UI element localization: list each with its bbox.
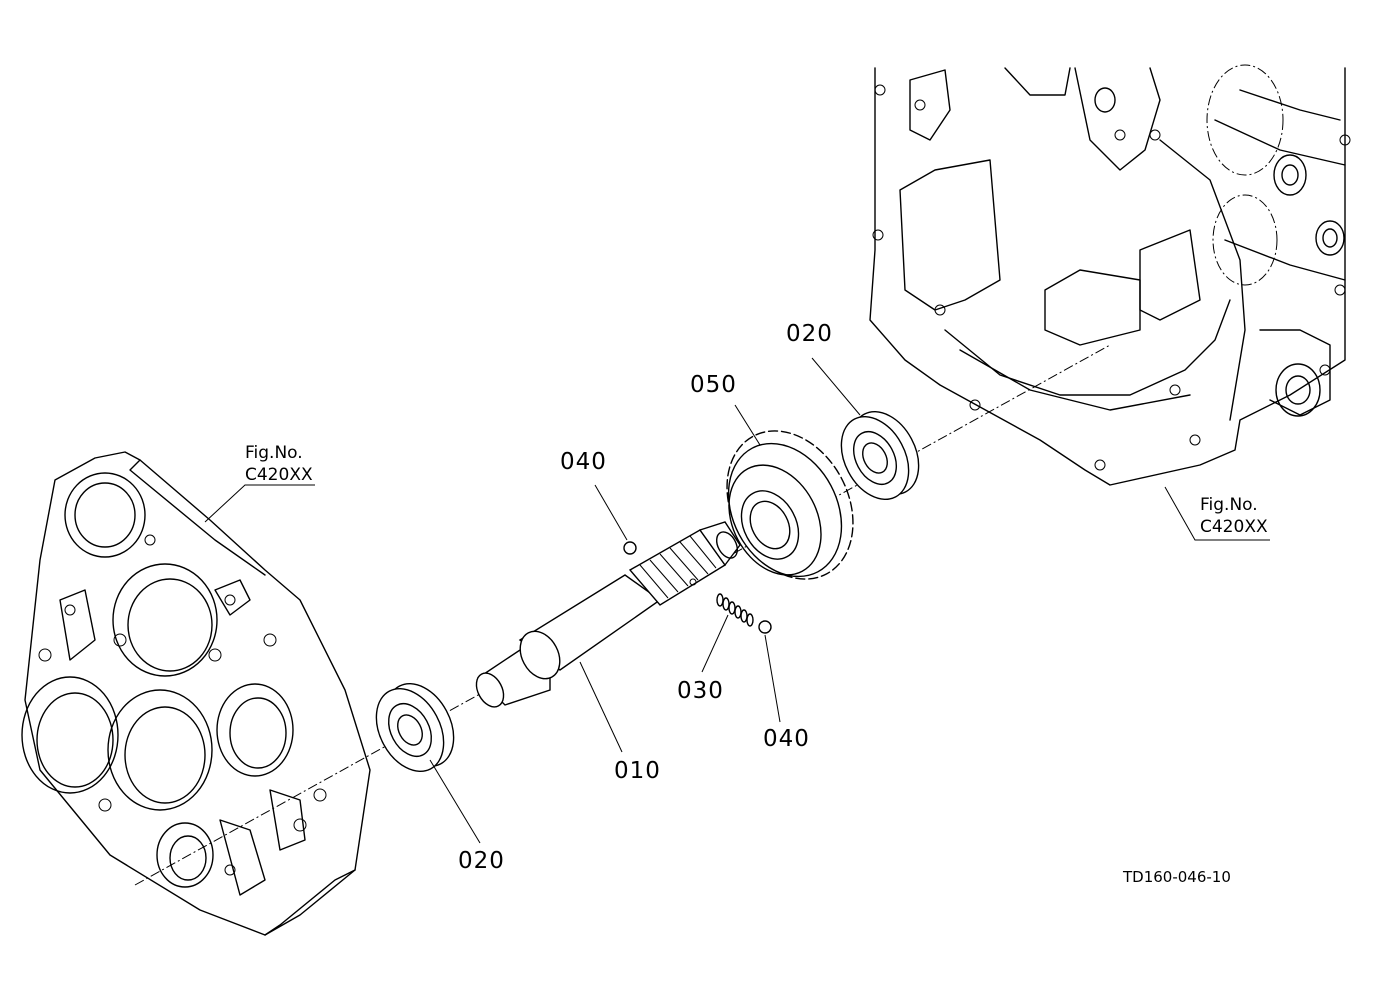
drawing-id: TD160-046-10	[1123, 868, 1231, 886]
ball-upper	[623, 541, 637, 555]
part-label-040-upper[interactable]: 040	[560, 449, 607, 475]
part-label-010[interactable]: 010	[614, 758, 661, 784]
part-label-030[interactable]: 030	[677, 678, 724, 704]
part-label-020-lower[interactable]: 020	[458, 848, 505, 874]
shaft	[475, 521, 741, 708]
part-label-040-lower[interactable]: 040	[763, 726, 810, 752]
spring	[716, 593, 754, 627]
ball-bearing-lower	[375, 682, 455, 773]
gear	[726, 430, 854, 580]
ball-bearing-upper	[840, 410, 920, 501]
figure-ref-right[interactable]: Fig.No. C420XX	[1200, 494, 1268, 538]
figure-ref-left-line1: Fig.No.	[245, 443, 303, 463]
figure-ref-right-line2: C420XX	[1200, 517, 1268, 537]
leader-lines	[204, 357, 1270, 844]
gear-case-cover-left	[21, 451, 371, 936]
transmission-case-right	[869, 64, 1351, 486]
part-label-050[interactable]: 050	[690, 372, 737, 398]
figure-ref-left-line2: C420XX	[245, 465, 313, 485]
figure-ref-left[interactable]: Fig.No. C420XX	[245, 442, 313, 486]
part-label-020-upper[interactable]: 020	[786, 321, 833, 347]
figure-ref-right-line1: Fig.No.	[1200, 495, 1258, 515]
ball-lower	[758, 620, 772, 634]
axis-centerline	[134, 344, 1111, 886]
